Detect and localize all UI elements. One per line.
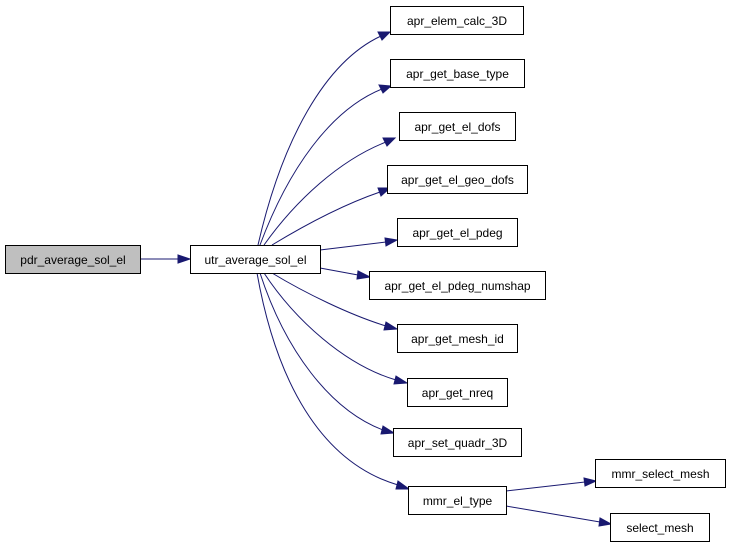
edge-utr_average_sol_el-to-apr_get_el_geo_dofs — [271, 187, 392, 246]
edge-mmr_el_type-to-mmr_select_mesh — [505, 477, 598, 492]
edges — [141, 31, 613, 527]
node-label: select_mesh — [626, 521, 693, 535]
edge-utr_average_sol_el-to-apr_get_mesh_id — [271, 272, 399, 331]
node-label: mmr_el_type — [423, 494, 493, 508]
edge-pdr_average_sol_el-to-utr_average_sol_el — [141, 254, 192, 264]
node-label: apr_get_el_pdeg — [412, 226, 502, 240]
edge-utr_average_sol_el-to-apr_get_el_pdeg — [319, 237, 399, 251]
node-apr_elem_calc_3D[interactable]: apr_elem_calc_3D — [390, 6, 524, 35]
edge-utr_average_sol_el-to-apr_set_quadr_3D — [259, 272, 396, 435]
node-label: apr_get_el_pdeg_numshap — [384, 279, 530, 293]
node-apr_get_el_dofs[interactable]: apr_get_el_dofs — [399, 112, 516, 141]
node-label: apr_get_nreq — [422, 386, 493, 400]
node-label: utr_average_sol_el — [204, 253, 306, 267]
edge-utr_average_sol_el-to-apr_get_nreq — [263, 272, 409, 385]
edge-utr_average_sol_el-to-apr_get_base_type — [259, 84, 393, 246]
node-label: pdr_average_sol_el — [20, 253, 125, 267]
node-mmr_el_type[interactable]: mmr_el_type — [408, 486, 507, 515]
edge-mmr_el_type-to-select_mesh — [505, 505, 613, 527]
node-apr_set_quadr_3D[interactable]: apr_set_quadr_3D — [393, 428, 522, 457]
edge-utr_average_sol_el-to-mmr_el_type — [256, 272, 411, 490]
node-apr_get_el_pdeg_numshap[interactable]: apr_get_el_pdeg_numshap — [369, 271, 546, 300]
node-select_mesh[interactable]: select_mesh — [610, 513, 710, 542]
node-apr_get_base_type[interactable]: apr_get_base_type — [390, 59, 525, 88]
node-apr_get_nreq[interactable]: apr_get_nreq — [407, 378, 508, 407]
node-label: apr_get_el_geo_dofs — [401, 173, 514, 187]
node-label: mmr_select_mesh — [611, 467, 709, 481]
node-apr_get_mesh_id[interactable]: apr_get_mesh_id — [397, 324, 518, 353]
node-label: apr_get_mesh_id — [411, 332, 504, 346]
edge-utr_average_sol_el-to-apr_get_el_pdeg_numshap — [319, 267, 372, 280]
node-mmr_select_mesh[interactable]: mmr_select_mesh — [595, 459, 726, 488]
node-utr_average_sol_el[interactable]: utr_average_sol_el — [190, 245, 321, 274]
node-apr_get_el_geo_dofs[interactable]: apr_get_el_geo_dofs — [387, 165, 528, 194]
edge-utr_average_sol_el-to-apr_get_el_dofs — [263, 137, 397, 246]
node-label: apr_get_el_dofs — [414, 120, 500, 134]
node-label: apr_set_quadr_3D — [408, 436, 508, 450]
node-label: apr_elem_calc_3D — [407, 14, 507, 28]
node-pdr_average_sol_el[interactable]: pdr_average_sol_el — [5, 245, 141, 274]
edge-utr_average_sol_el-to-apr_elem_calc_3D — [257, 31, 392, 246]
node-apr_get_el_pdeg[interactable]: apr_get_el_pdeg — [397, 218, 518, 247]
node-label: apr_get_base_type — [406, 67, 509, 81]
nodes: pdr_average_sol_el utr_average_sol_el ap… — [5, 6, 726, 542]
